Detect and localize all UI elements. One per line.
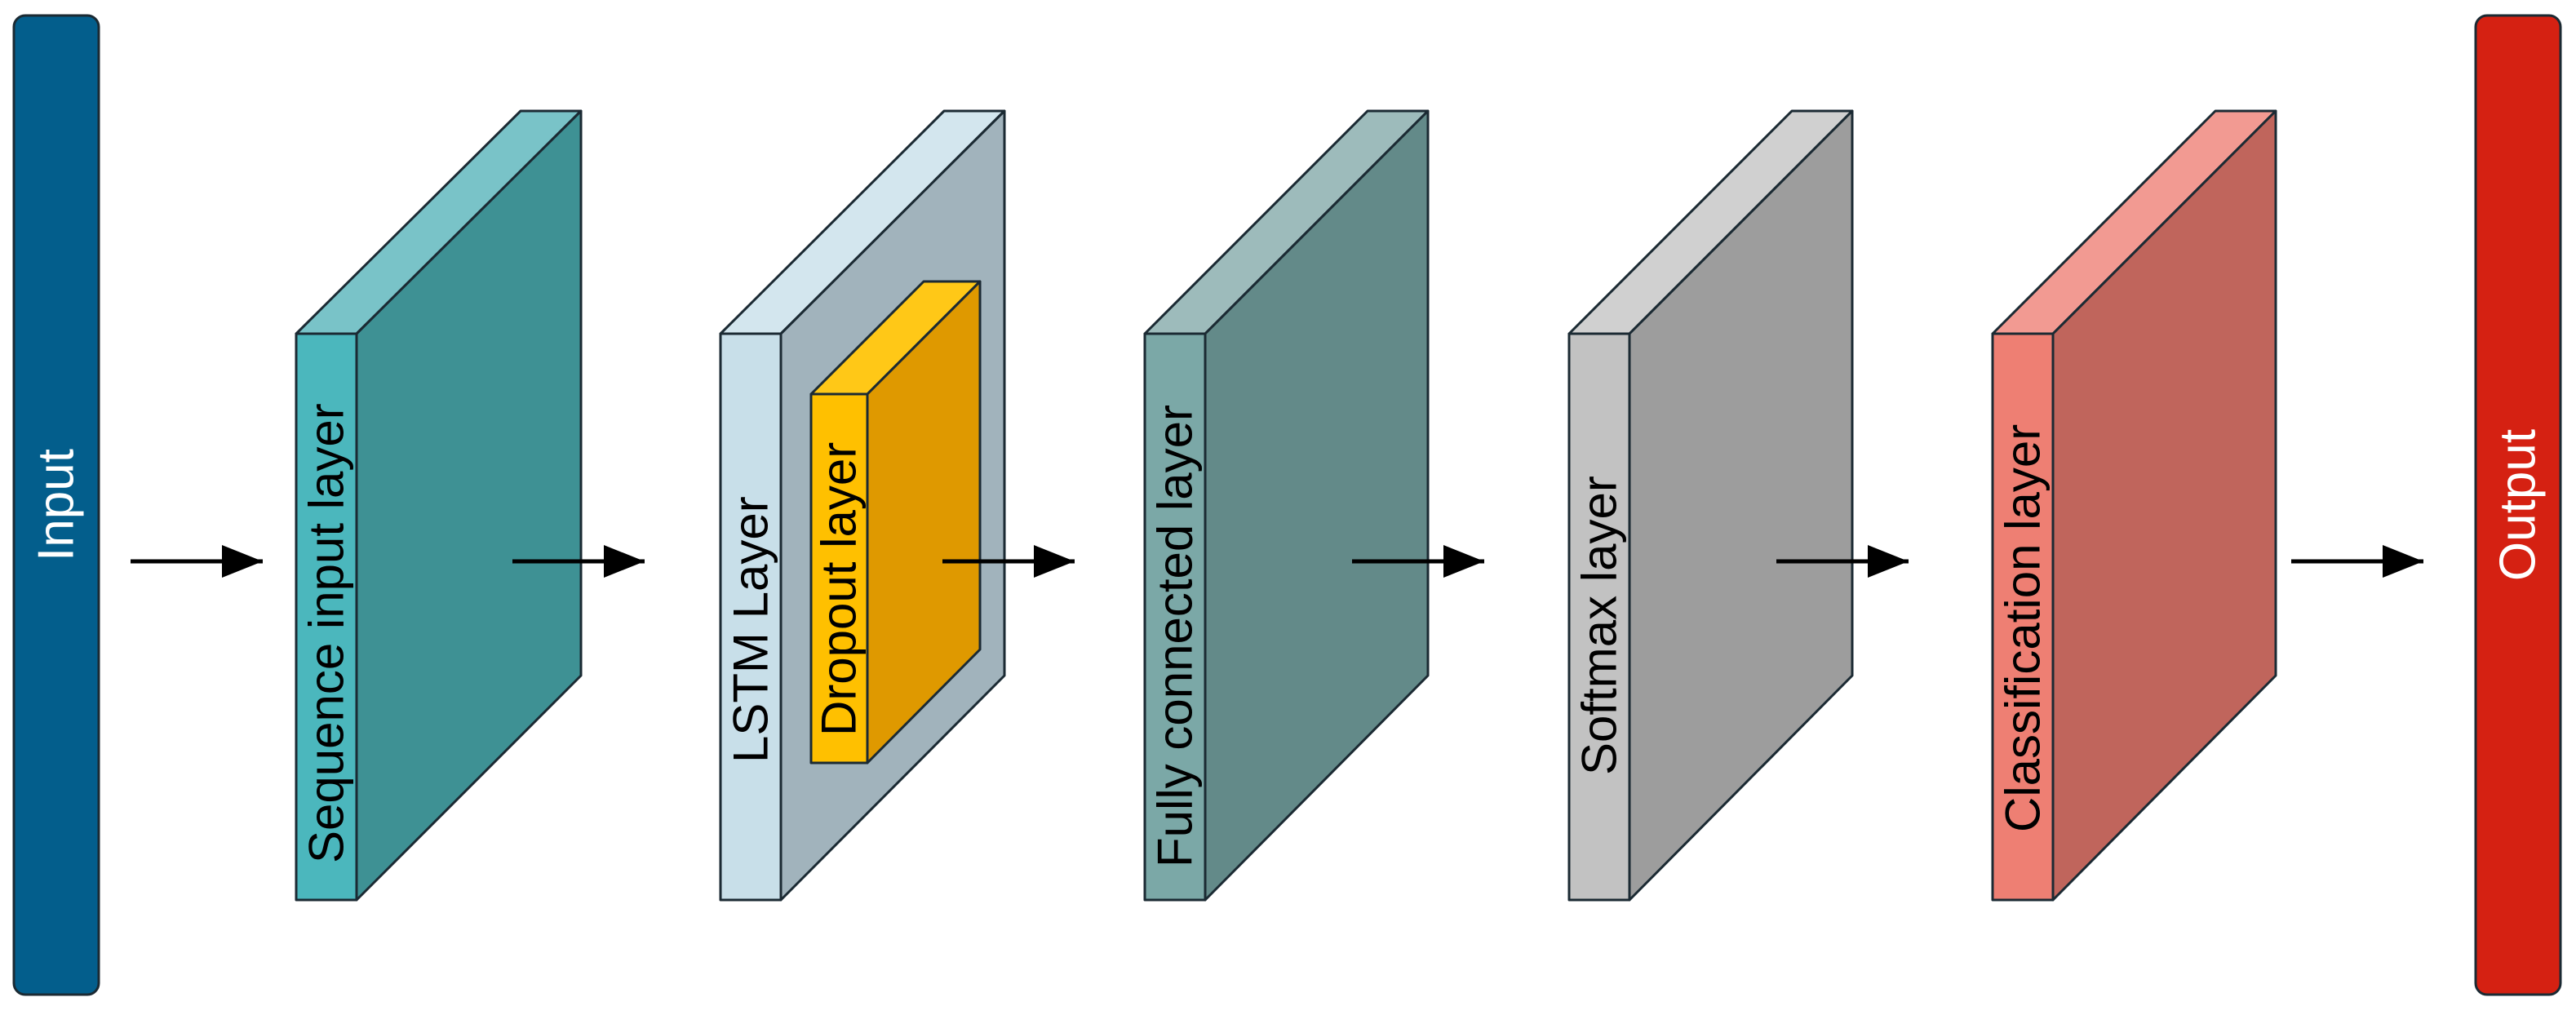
- output-bar: [2474, 14, 2562, 996]
- sequence-input-layer: Sequence input layer: [295, 109, 583, 902]
- input-bar: [12, 14, 100, 996]
- input-block: Input: [12, 14, 100, 996]
- dropout-layer: Dropout layer: [809, 280, 982, 765]
- output-block: Output: [2474, 14, 2562, 996]
- output-label: Output: [2490, 429, 2547, 581]
- lstm-layer-label: LSTM Layer: [724, 496, 778, 763]
- softmax-layer-label: Softmax layer: [1572, 476, 1627, 775]
- dropout-layer-front: [809, 392, 869, 765]
- softmax-layer-front: [1567, 332, 1631, 902]
- sequence-input-layer-front: [295, 332, 358, 902]
- classification-layer-side: [2051, 109, 2277, 902]
- fully-connected-layer-front: [1143, 332, 1207, 902]
- sequence-input-layer-side: [355, 109, 583, 902]
- sequence-input-layer-label: Sequence input layer: [299, 403, 354, 863]
- dropout-layer-label: Dropout layer: [812, 442, 867, 736]
- input-label: Input: [29, 449, 85, 561]
- softmax-layer: Softmax layer: [1567, 109, 1854, 902]
- softmax-layer-side: [1628, 109, 1854, 902]
- fully-connected-layer-label: Fully connected layer: [1148, 405, 1203, 867]
- lstm-layer: LSTM Layer Dropout layer: [719, 109, 1006, 902]
- classification-layer-front: [1991, 332, 2055, 902]
- fully-connected-layer: Fully connected layer: [1143, 109, 1430, 902]
- lstm-layer-front: [719, 332, 783, 902]
- fully-connected-layer-side: [1204, 109, 1430, 902]
- classification-layer-label: Classification layer: [1996, 424, 2051, 832]
- classification-layer: Classification layer: [1991, 109, 2277, 902]
